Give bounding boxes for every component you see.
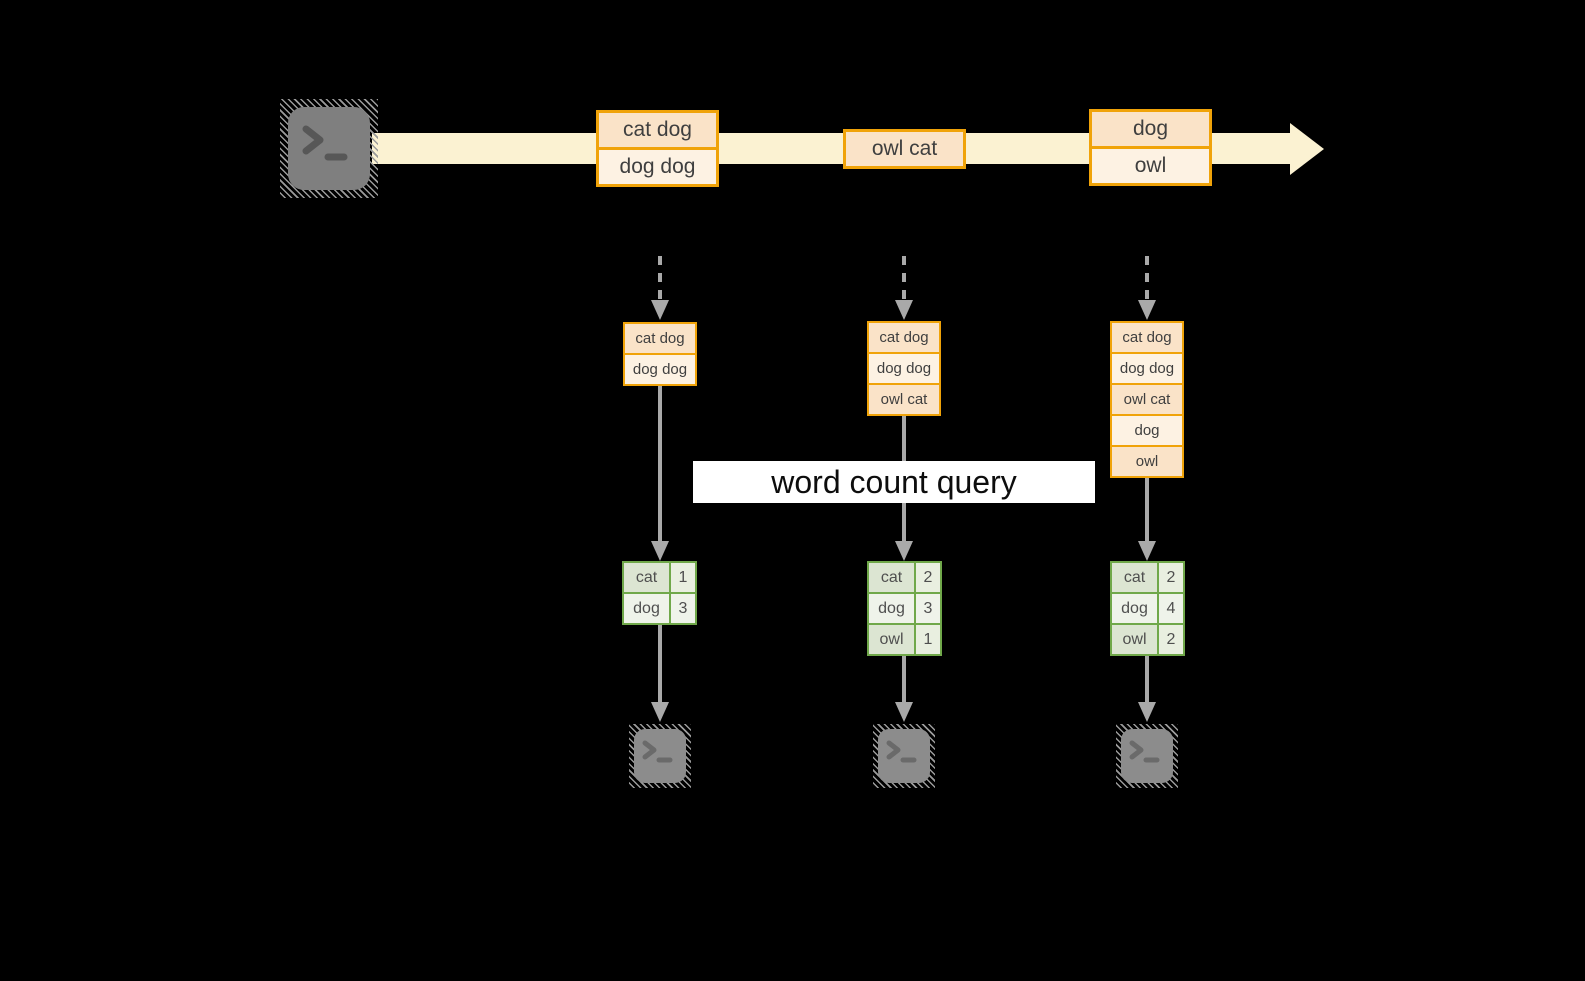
- source-terminal-icon: [280, 99, 378, 198]
- event-line: owl: [1092, 149, 1209, 183]
- word-cell: owl: [869, 625, 914, 654]
- word-cell: owl: [1112, 625, 1157, 654]
- stream-arrowhead-icon: [1290, 123, 1324, 175]
- input-stack-1: cat dog dog dog: [623, 322, 697, 386]
- arrowhead-icon: [651, 300, 669, 320]
- word-cell: cat: [1112, 563, 1157, 592]
- word-cell: dog: [1112, 594, 1157, 623]
- input-line: dog: [1112, 416, 1182, 445]
- arrow-line: [902, 656, 906, 703]
- input-stack-2: cat dog dog dog owl cat: [867, 321, 941, 416]
- terminal-body: [878, 729, 930, 783]
- query-label: word count query: [693, 461, 1095, 503]
- arrow-line: [1145, 656, 1149, 703]
- input-line: owl cat: [1112, 385, 1182, 414]
- terminal-prompt-icon: [886, 740, 917, 763]
- terminal-body: [1121, 729, 1173, 783]
- stream-event-2: owl cat: [843, 129, 966, 169]
- count-cell: 2: [1159, 563, 1183, 592]
- arrowhead-icon: [895, 702, 913, 722]
- arrowhead-icon: [1138, 300, 1156, 320]
- event-line: owl cat: [846, 132, 963, 166]
- terminal-prompt-icon: [1129, 740, 1160, 763]
- arrowhead-icon: [895, 300, 913, 320]
- arrowhead-icon: [1138, 541, 1156, 561]
- dashed-arrow-line: [658, 256, 662, 302]
- word-cell: dog: [624, 594, 669, 623]
- input-stack-3: cat dog dog dog owl cat dog owl: [1110, 321, 1184, 478]
- arrowhead-icon: [651, 541, 669, 561]
- word-cell: dog: [869, 594, 914, 623]
- stream-event-1: cat dog dog dog: [596, 110, 719, 187]
- count-cell: 3: [671, 594, 695, 623]
- count-cell: 2: [1159, 625, 1183, 654]
- count-table-1: cat 1 dog 3: [622, 561, 697, 625]
- event-line: cat dog: [599, 113, 716, 147]
- word-cell: cat: [869, 563, 914, 592]
- arrow-line: [1145, 478, 1149, 542]
- input-line: dog dog: [869, 354, 939, 383]
- count-table-3: cat 2 dog 4 owl 2: [1110, 561, 1185, 656]
- count-cell: 3: [916, 594, 940, 623]
- count-cell: 1: [671, 563, 695, 592]
- count-cell: 1: [916, 625, 940, 654]
- input-line: dog dog: [1112, 354, 1182, 383]
- event-line: dog: [1092, 112, 1209, 146]
- arrowhead-icon: [1138, 702, 1156, 722]
- input-line: cat dog: [625, 324, 695, 353]
- count-table-2: cat 2 dog 3 owl 1: [867, 561, 942, 656]
- sink-terminal-icon: [1116, 724, 1178, 788]
- count-cell: 4: [1159, 594, 1183, 623]
- arrowhead-icon: [651, 702, 669, 722]
- terminal-prompt-icon: [642, 740, 673, 763]
- count-cell: 2: [916, 563, 940, 592]
- arrow-line: [658, 625, 662, 703]
- input-line: dog dog: [625, 355, 695, 384]
- terminal-body: [288, 107, 370, 190]
- input-line: owl cat: [869, 385, 939, 414]
- stream-event-3: dog owl: [1089, 109, 1212, 186]
- terminal-body: [634, 729, 686, 783]
- input-line: owl: [1112, 447, 1182, 476]
- word-cell: cat: [624, 563, 669, 592]
- arrow-line: [658, 386, 662, 542]
- event-line: dog dog: [599, 150, 716, 184]
- input-line: cat dog: [869, 323, 939, 352]
- input-line: cat dog: [1112, 323, 1182, 352]
- sink-terminal-icon: [873, 724, 935, 788]
- terminal-prompt-icon: [302, 125, 348, 161]
- sink-terminal-icon: [629, 724, 691, 788]
- dashed-arrow-line: [1145, 256, 1149, 302]
- dashed-arrow-line: [902, 256, 906, 302]
- arrowhead-icon: [895, 541, 913, 561]
